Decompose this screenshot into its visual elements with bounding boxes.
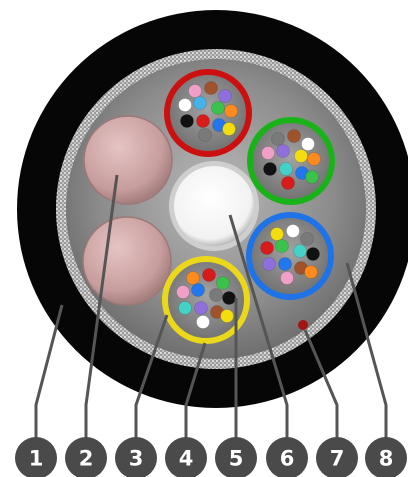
callout-leader — [36, 305, 62, 438]
optical-fiber — [294, 245, 307, 258]
optical-fiber — [287, 225, 300, 238]
callout-label-armor-layer: 8 — [379, 447, 394, 471]
optical-fiber — [205, 82, 218, 95]
optical-fiber — [307, 248, 320, 261]
ripcord — [298, 320, 308, 330]
callout-label-optical-fiber: 4 — [179, 447, 194, 471]
optical-fiber — [306, 171, 319, 184]
optical-fiber — [295, 150, 308, 163]
optical-fiber — [219, 90, 232, 103]
optical-fiber — [199, 129, 212, 142]
callout-label-loose-tube: 3 — [129, 447, 144, 471]
optical-fiber — [177, 286, 190, 299]
optical-fiber — [277, 145, 290, 158]
optical-fiber — [225, 105, 238, 118]
central-strength-member — [174, 166, 254, 246]
optical-fiber — [305, 266, 318, 279]
optical-fiber — [308, 153, 321, 166]
optical-fiber — [189, 85, 202, 98]
optical-fiber — [280, 163, 293, 176]
optical-fiber — [302, 138, 315, 151]
optical-fiber — [210, 289, 223, 302]
optical-fiber — [192, 284, 205, 297]
optical-fiber — [279, 258, 292, 271]
optical-fiber — [187, 272, 200, 285]
optical-fiber — [197, 316, 210, 329]
optical-fiber — [301, 233, 314, 246]
optical-fiber — [261, 242, 274, 255]
callout-label-ripcord: 7 — [330, 447, 345, 471]
optical-fiber — [217, 277, 230, 290]
callout-label-outer-jacket: 1 — [29, 447, 44, 471]
optical-fiber — [179, 99, 192, 112]
optical-fiber — [263, 258, 276, 271]
optical-fiber — [203, 269, 216, 282]
optical-fiber — [197, 115, 210, 128]
optical-fiber — [223, 292, 236, 305]
filler-element — [83, 217, 171, 305]
optical-fiber — [281, 272, 294, 285]
filler-element — [84, 116, 172, 204]
optical-fiber — [288, 130, 301, 143]
optical-fiber — [276, 240, 289, 253]
callout-label-fiber: 5 — [229, 447, 244, 471]
optical-fiber — [264, 163, 277, 176]
optical-fiber — [212, 102, 225, 115]
callout-label-central-strength-member: 6 — [280, 447, 295, 471]
optical-fiber — [221, 310, 234, 323]
optical-fiber — [272, 133, 285, 146]
optical-fiber — [194, 97, 207, 110]
optical-fiber — [195, 302, 208, 315]
optical-fiber — [262, 147, 275, 160]
optical-fiber — [179, 302, 192, 315]
optical-fiber — [223, 123, 236, 136]
optical-fiber — [271, 228, 284, 241]
callout-label-filler-element: 2 — [79, 447, 94, 471]
optical-fiber — [181, 115, 194, 128]
optical-fiber — [282, 177, 295, 190]
